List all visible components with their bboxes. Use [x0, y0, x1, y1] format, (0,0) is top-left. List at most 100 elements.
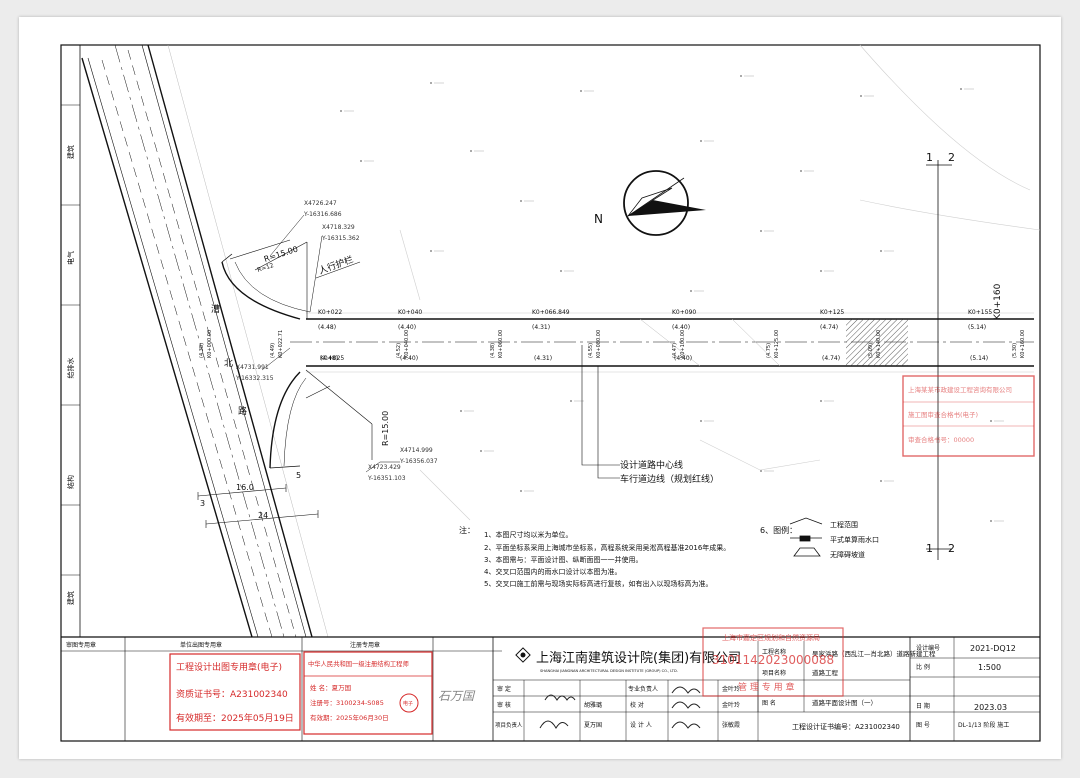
coord-y: Y-16315.362: [321, 235, 360, 242]
new-road: [290, 312, 1034, 373]
dim-label: 16.0: [236, 483, 254, 492]
coord-y: Y-16316.686: [303, 211, 342, 218]
section-mark: 1: [926, 151, 933, 164]
coord-y: Y-16332.315: [235, 375, 274, 382]
field-value: 2021-DQ12: [970, 644, 1016, 653]
station-labels-vertical: K0+000.00(4.38)K0+022.71(4.49)K0+040.00(…: [199, 330, 1026, 358]
station-end-label: K0+160: [993, 283, 1003, 320]
station-label: K0+025: [320, 355, 344, 362]
radius-leaders: [229, 239, 373, 460]
elevation-label: (4.40): [398, 324, 416, 331]
engineer-stamp-line: 注册号：3100234-S085: [310, 698, 384, 707]
spot-marker: [860, 95, 862, 97]
company-name-en: SHANGHAI JIANGNAN ARCHITECTURAL DESIGN I…: [540, 669, 678, 673]
spot-marker: [460, 410, 462, 412]
cert-stamp-number: 资质证书号：A231002340: [176, 688, 288, 700]
review-stamp: [902, 375, 1035, 457]
station-label: K0+155: [968, 309, 992, 316]
spot-marker: [960, 88, 962, 90]
spot-marker: [480, 450, 482, 452]
vertical-station: K0+040.00: [404, 330, 410, 358]
elevation-label: (4.48): [318, 324, 336, 331]
coord-x: X4731.991: [236, 364, 269, 371]
elevation-label: (4.74): [822, 355, 840, 362]
section-mark: 1: [926, 542, 933, 555]
elevation-label: (5.14): [968, 324, 986, 331]
engineer-stamp-box: [303, 651, 433, 735]
outer-border: [60, 44, 1041, 742]
engineer-stamp-title: 中华人民共和国一级注册结构工程师: [308, 659, 409, 668]
vertical-elevation: (4.49): [270, 343, 276, 358]
legend-item: 平式单算雨水口: [830, 535, 879, 544]
dim-label: 24: [258, 511, 268, 520]
drawing-name: 道路平面设计图（一）: [812, 698, 877, 707]
station-label: K0+090: [672, 309, 696, 316]
legend-item: 无障碍坡道: [830, 550, 865, 559]
project-name: 吴家浜路（西乱江—肖北路）道路新建工程: [812, 649, 936, 658]
spot-marker: [520, 200, 522, 202]
elevation-label: (4.40): [400, 355, 418, 362]
engineer-stamp-line: 有效期：2025年06月30日: [310, 713, 389, 722]
north-arrow: [623, 170, 706, 236]
legend-title: 6、图例：: [760, 525, 797, 535]
station-label: K0+125: [820, 309, 844, 316]
tb-row-label: 审 定: [497, 685, 511, 693]
callout-centerline: 设计道路中心线: [620, 459, 683, 471]
legend-symbols: [789, 517, 823, 557]
vertical-station: K0+022.71: [278, 330, 284, 358]
coord-y: Y-16351.103: [367, 475, 406, 482]
tb-right-name: 金叶玲: [722, 685, 740, 693]
dimension-lines: [197, 484, 319, 528]
street-name: 漕: [211, 303, 220, 315]
vertical-elevation: (5.30): [1012, 343, 1018, 358]
callout-leaders: [581, 345, 620, 479]
spot-elevations: [340, 75, 1004, 522]
company-logo: [515, 647, 531, 663]
notes-title: 注：: [459, 525, 475, 535]
vertical-elevation: (5.09): [868, 343, 874, 358]
elevation-label: (5.14): [970, 355, 988, 362]
strip-label: 给排水: [66, 358, 75, 379]
spot-marker: [820, 270, 822, 272]
elevation-label: (4.31): [534, 355, 552, 362]
planning-stamp-label: 管 理 专 用 章: [738, 681, 794, 693]
spot-marker: [760, 470, 762, 472]
engineer-stamp-line: 姓 名：夏万国: [310, 683, 351, 692]
legend-item: 工程范围: [830, 520, 858, 529]
field-value: 2023.03: [974, 703, 1007, 712]
spot-marker: [690, 290, 692, 292]
cert-stamp-expiry: 有效期至：2025年05月19日: [176, 712, 294, 724]
spot-marker: [880, 480, 882, 482]
review-stamp-text: 施工图审查合格书(电子): [908, 410, 978, 419]
coord-x: X4714.999: [400, 447, 433, 454]
tb-mid-name: 胡雅璐: [584, 701, 602, 709]
note-item: 1、本图尺寸均以米为单位。: [484, 530, 572, 539]
vertical-station: K0+100.00: [680, 330, 686, 358]
caobei-road: [81, 44, 329, 638]
spot-marker: [700, 420, 702, 422]
station-label: K0+022: [318, 309, 342, 316]
review-stamp-text: 上海某某市政建设工程咨询有限公司: [908, 385, 1012, 394]
radius-label: R=15.00: [263, 244, 299, 263]
spot-marker: [760, 230, 762, 232]
tb-header: 注册专用章: [350, 641, 380, 649]
tb-row-label: 项目负责人: [495, 721, 523, 729]
tb-right-name: 金叶玲: [722, 701, 740, 709]
note-item: 2、平面坐标系采用上海城市坐标系，高程系统采用吴淞高程基准2016年成果。: [484, 543, 730, 552]
coord-x: X4723.429: [368, 464, 401, 471]
field-value: 1:500: [978, 663, 1001, 672]
field-label: 比 例: [916, 663, 930, 671]
street-name: 北: [224, 358, 233, 369]
elevation-label: (4.48): [320, 355, 338, 362]
review-stamp-text: 审查合格书号：00000: [908, 435, 974, 444]
vertical-station: K0+080.00: [596, 330, 602, 358]
north-label: N: [594, 212, 603, 226]
tb-right-name: 张敏霞: [722, 721, 740, 729]
terrain-layer: [399, 44, 1041, 521]
corner-curves: [221, 253, 311, 469]
note-item: 4、交叉口范围内的雨水口设计以本图为准。: [484, 567, 621, 576]
radius-label: R=15.00: [381, 411, 390, 446]
station-labels-top: K0+022(4.48)(4.48)K0+040(4.40)(4.40)K0+0…: [318, 309, 992, 362]
spot-marker: [580, 90, 582, 92]
